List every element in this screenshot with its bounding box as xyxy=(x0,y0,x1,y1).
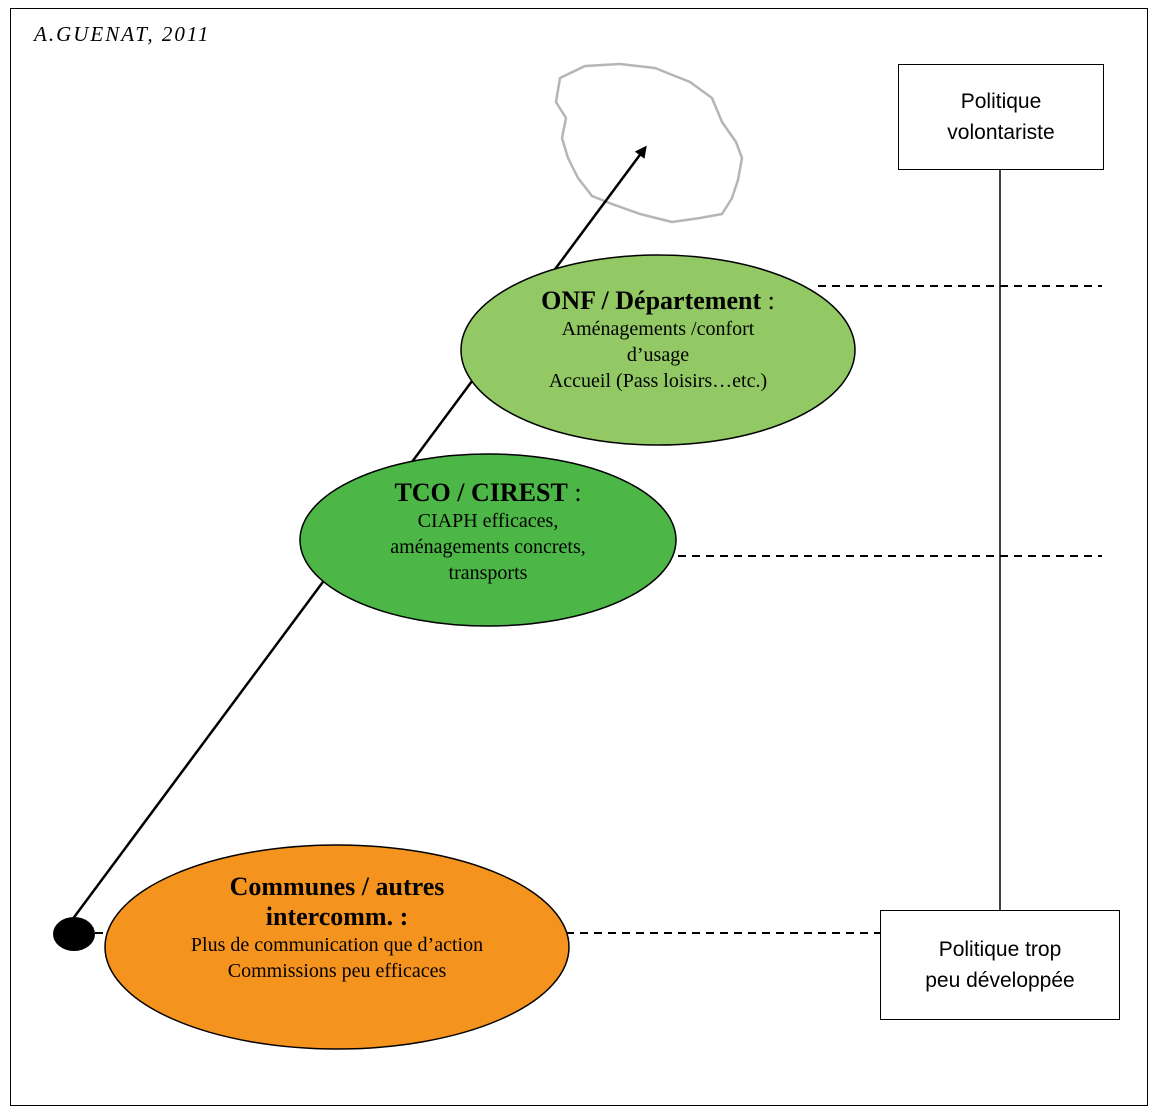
communes-line-1: Plus de communication que d’action xyxy=(190,934,484,956)
tco-title-colon: : xyxy=(567,478,582,507)
label-communes: Communes / autres intercomm. : Plus de c… xyxy=(120,872,554,984)
author-credit: A.GUENAT, 2011 xyxy=(34,22,211,46)
box-top-line1: Politique xyxy=(960,90,1042,113)
box-politique-volontariste: Politique volontariste xyxy=(898,64,1104,170)
onf-title-colon: : xyxy=(761,286,775,315)
communes-title-line1: Communes / autres xyxy=(229,872,445,901)
tco-line-2: aménagements concrets, xyxy=(390,536,586,558)
box-bottom-line2: peu développée xyxy=(925,969,1075,992)
onf-line-1: Aménagements /confort xyxy=(561,318,755,340)
box-politique-trop-peu-developpee: Politique trop peu développée xyxy=(880,910,1120,1020)
tco-title: TCO / CIREST : xyxy=(318,478,658,508)
ellipse-tco xyxy=(299,453,677,627)
box-top-line2: volontariste xyxy=(947,121,1055,144)
onf-line-3: Accueil (Pass loisirs…etc.) xyxy=(548,370,768,392)
onf-title-text: ONF / Département xyxy=(541,286,762,315)
box-bottom-line1: Politique trop xyxy=(938,938,1062,961)
ellipse-onf xyxy=(460,254,856,446)
ellipse-communes xyxy=(104,844,570,1050)
tco-title-text: TCO / CIREST xyxy=(394,478,568,507)
communes-line-2: Commissions peu efficaces xyxy=(227,960,447,982)
label-onf: ONF / Département : Aménagements /confor… xyxy=(478,286,838,394)
tco-line-1: CIAPH efficaces, xyxy=(417,510,559,532)
reunion-island-outline-icon xyxy=(554,62,744,224)
onf-title: ONF / Département : xyxy=(478,286,838,316)
communes-title-line2: intercomm. : xyxy=(265,902,409,931)
start-dot xyxy=(53,917,95,951)
tco-line-3: transports xyxy=(448,562,528,584)
onf-line-2: d’usage xyxy=(626,344,690,366)
label-tco: TCO / CIREST : CIAPH efficaces, aménagem… xyxy=(318,478,658,586)
